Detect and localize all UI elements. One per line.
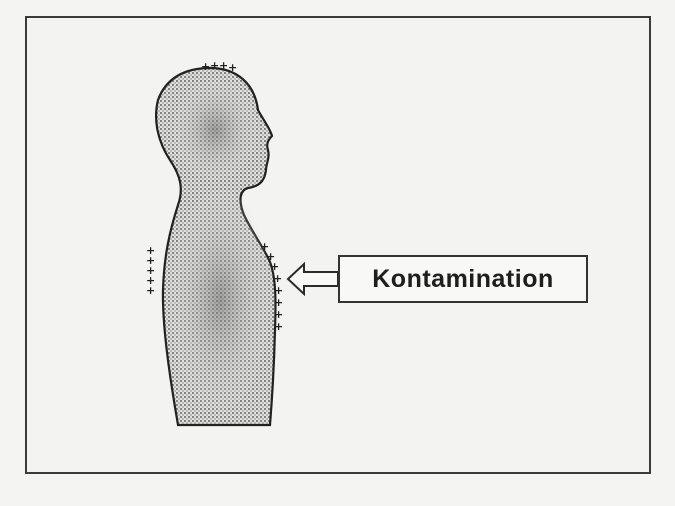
contamination-label: Kontamination — [372, 265, 554, 294]
torso-shading — [170, 190, 270, 410]
head-shading — [173, 80, 257, 180]
back-charges: + + + + + — [146, 244, 155, 297]
head-charges: + + + + — [201, 59, 237, 74]
contamination-label-box: Kontamination — [338, 255, 588, 303]
charge-plus-symbol: + — [274, 320, 283, 333]
charge-plus-symbol: + — [219, 59, 228, 72]
contamination-arrow-icon — [288, 264, 338, 294]
charge-plus-symbol: + — [228, 61, 237, 74]
charge-plus-symbol: + — [201, 60, 210, 73]
charge-plus-symbol: + — [146, 284, 155, 297]
charge-plus-symbol: + — [210, 59, 219, 72]
